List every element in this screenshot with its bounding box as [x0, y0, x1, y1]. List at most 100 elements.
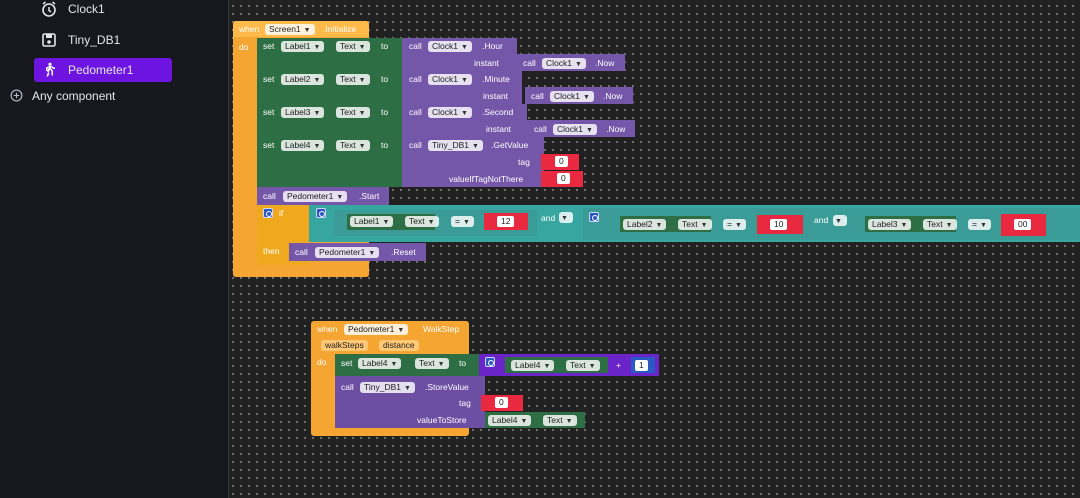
label3-dropdown[interactable]: Label3▼ — [281, 107, 325, 118]
string-12-value[interactable]: 12 — [497, 216, 515, 227]
equals-operator-dropdown[interactable]: =▼ — [723, 219, 746, 230]
text-prop-dropdown[interactable]: Text▼ — [336, 74, 370, 85]
do-label: do — [239, 42, 249, 52]
label4-dropdown[interactable]: Label4▼ — [358, 358, 402, 369]
set-label: set — [341, 358, 353, 368]
text-prop-dropdown[interactable]: Text▼ — [415, 358, 449, 369]
label1-dropdown[interactable]: Label1▼ — [350, 216, 394, 227]
to-label: to — [381, 74, 389, 84]
if-label: if — [279, 208, 284, 218]
set-label4-text-block[interactable] — [335, 354, 479, 376]
to-label: to — [381, 140, 389, 150]
call-label: call — [409, 41, 422, 51]
component-sidebar: Clock1 Tiny_DB1 Pedometer1 Any component — [0, 0, 228, 498]
text-prop-dropdown[interactable]: Text▼ — [566, 360, 600, 371]
label1-dropdown[interactable]: Label1▼ — [281, 41, 325, 52]
walksteps-param[interactable]: walkSteps — [321, 340, 368, 351]
valuetostore-param-label: valueToStore — [417, 415, 467, 425]
number-1-value[interactable]: 1 — [635, 360, 648, 371]
instant-param-label: instant — [474, 58, 500, 68]
call-label: call — [295, 247, 308, 257]
label4-dropdown[interactable]: Label4▼ — [511, 360, 555, 371]
second-method-label: .Second — [482, 107, 514, 117]
sidebar-item-tinydb1[interactable]: Tiny_DB1 — [34, 28, 120, 52]
walkstep-event-label: WalkStep — [423, 324, 460, 334]
if-mutator-gear-icon[interactable] — [263, 208, 273, 218]
pedometer1-dropdown[interactable]: Pedometer1▼ — [315, 247, 380, 258]
set-label: set — [263, 107, 275, 117]
any-component-label: Any component — [32, 89, 116, 103]
call-label: call — [263, 191, 276, 201]
plus-operator-label: + — [616, 360, 621, 370]
and-operator-label: and — [814, 215, 829, 225]
distance-param[interactable]: distance — [379, 340, 419, 351]
reset-method-label: .Reset — [391, 247, 416, 257]
set-label: set — [263, 140, 275, 150]
label2-dropdown[interactable]: Label2▼ — [281, 74, 325, 85]
and-mutator-gear-icon[interactable] — [589, 212, 599, 222]
tinydb1-dropdown[interactable]: Tiny_DB1▼ — [360, 382, 415, 393]
storevalue-method-label: .StoreValue — [425, 382, 469, 392]
blocks-workspace[interactable]: when Screen1▼ .Initialize do set Label1▼… — [229, 0, 1080, 498]
default-string-value[interactable]: 0 — [557, 173, 570, 184]
call-label: call — [523, 58, 536, 68]
text-prop-dropdown[interactable]: Text▼ — [336, 41, 370, 52]
plus-circle-icon — [10, 89, 24, 103]
text-prop-dropdown[interactable]: Text▼ — [336, 140, 370, 151]
pedometer1-dropdown[interactable]: Pedometer1▼ — [344, 324, 409, 335]
clock1-dropdown[interactable]: Clock1▼ — [428, 74, 472, 85]
label4-dropdown[interactable]: Label4▼ — [281, 140, 325, 151]
call-label: call — [409, 140, 422, 150]
clock1-dropdown[interactable]: Clock1▼ — [542, 58, 586, 69]
and-operator-dropdown[interactable]: ▼ — [833, 215, 847, 226]
text-prop-dropdown[interactable]: Text▼ — [678, 219, 712, 230]
minute-method-label: .Minute — [482, 74, 510, 84]
tag-string-value[interactable]: 0 — [495, 397, 508, 408]
and-operator-dropdown[interactable]: ▼ — [559, 212, 573, 223]
label4-dropdown[interactable]: Label4▼ — [488, 415, 532, 426]
hour-method-label: .Hour — [482, 41, 503, 51]
clock1-dropdown[interactable]: Clock1▼ — [553, 124, 597, 135]
text-prop-dropdown[interactable]: Text▼ — [405, 216, 439, 227]
set-label: set — [263, 74, 275, 84]
and-operator-label: and — [541, 213, 556, 223]
tag-string-value[interactable]: 0 — [555, 156, 568, 167]
event-footer — [233, 265, 369, 277]
sidebar-item-label: Tiny_DB1 — [68, 33, 121, 47]
set-label: set — [263, 41, 275, 51]
equals-operator-dropdown[interactable]: =▼ — [451, 216, 474, 227]
clock1-dropdown[interactable]: Clock1▼ — [428, 107, 472, 118]
text-prop-dropdown[interactable]: Text▼ — [543, 415, 577, 426]
instant-param-label: instant — [483, 91, 509, 101]
tag-param-label: tag — [459, 398, 471, 408]
do-label: do — [317, 357, 327, 367]
then-label: then — [263, 246, 280, 256]
add-mutator-gear-icon[interactable] — [485, 357, 495, 367]
string-10-value[interactable]: 10 — [770, 219, 788, 230]
instant-param-label: instant — [486, 124, 512, 134]
walking-person-icon — [40, 61, 58, 79]
equals-operator-dropdown[interactable]: =▼ — [968, 219, 991, 230]
text-prop-dropdown[interactable]: Text▼ — [923, 219, 957, 230]
getvalue-method-label: .GetValue — [491, 140, 529, 150]
call-label: call — [409, 74, 422, 84]
label3-dropdown[interactable]: Label3▼ — [868, 219, 912, 230]
sidebar-item-pedometer1[interactable]: Pedometer1 — [34, 58, 172, 82]
clock1-dropdown[interactable]: Clock1▼ — [428, 41, 472, 52]
sidebar-item-clock1[interactable]: Clock1 — [34, 0, 105, 21]
clock1-dropdown[interactable]: Clock1▼ — [550, 91, 594, 102]
any-component-item[interactable]: Any component — [10, 89, 115, 103]
to-label: to — [381, 41, 389, 51]
save-icon — [40, 31, 58, 49]
sidebar-item-label: Pedometer1 — [68, 63, 134, 77]
pedometer1-dropdown[interactable]: Pedometer1▼ — [283, 191, 348, 202]
call-label: call — [409, 107, 422, 117]
and-mutator-gear-icon[interactable] — [316, 208, 326, 218]
default-param-label: valueIfTagNotThere — [449, 174, 524, 184]
start-method-label: .Start — [359, 191, 380, 201]
tinydb1-dropdown[interactable]: Tiny_DB1▼ — [428, 140, 483, 151]
label2-dropdown[interactable]: Label2▼ — [623, 219, 667, 230]
text-prop-dropdown[interactable]: Text▼ — [336, 107, 370, 118]
screen1-dropdown[interactable]: Screen1▼ — [265, 24, 315, 35]
string-00-value[interactable]: 00 — [1014, 219, 1032, 230]
